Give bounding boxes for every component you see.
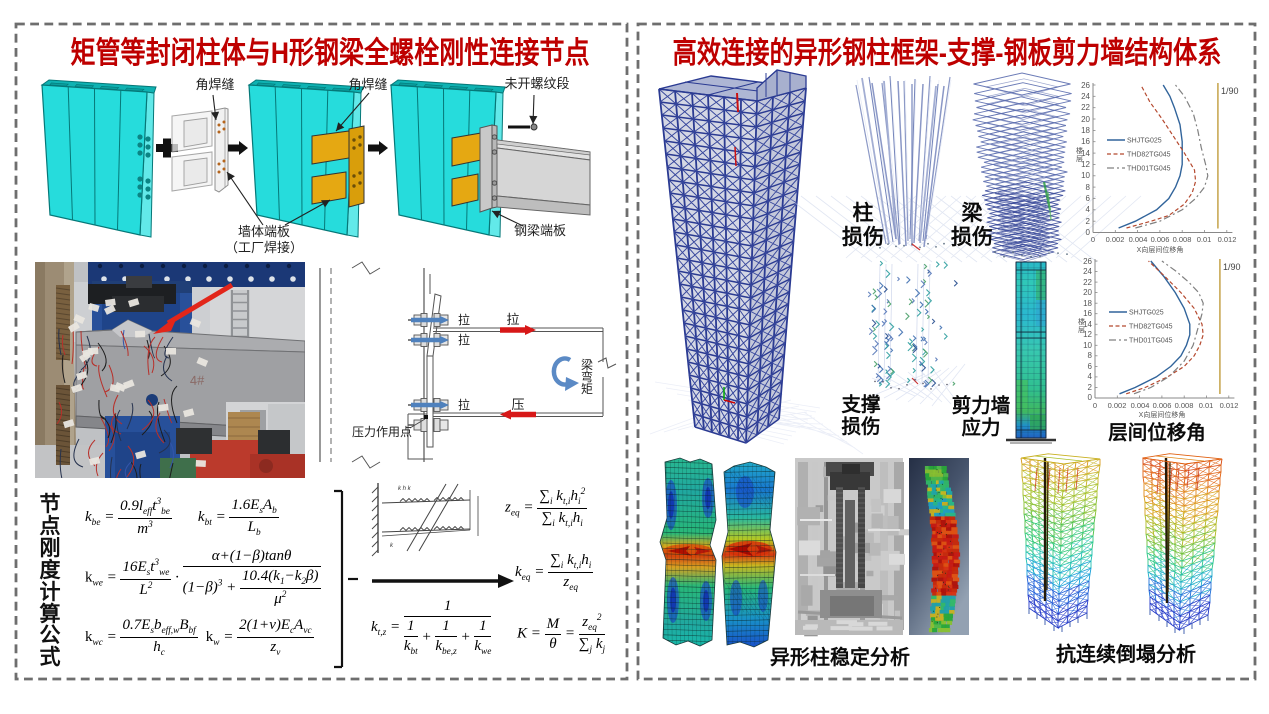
svg-text:16: 16 bbox=[1081, 137, 1090, 146]
svg-text:0.008: 0.008 bbox=[1175, 401, 1194, 410]
svg-text:4: 4 bbox=[1088, 372, 1093, 381]
svg-text:6: 6 bbox=[1086, 194, 1091, 203]
svg-text:1/90: 1/90 bbox=[1223, 262, 1241, 272]
svg-text:0.002: 0.002 bbox=[1106, 235, 1125, 244]
svg-text:18: 18 bbox=[1081, 126, 1090, 135]
svg-text:THD82TG045: THD82TG045 bbox=[1127, 152, 1171, 159]
svg-text:10: 10 bbox=[1083, 341, 1092, 350]
svg-text:楼: 楼 bbox=[1076, 146, 1083, 155]
svg-text:0: 0 bbox=[1093, 401, 1097, 410]
svg-text:4: 4 bbox=[1086, 205, 1091, 214]
svg-text:k: k bbox=[390, 543, 394, 549]
svg-text:14: 14 bbox=[1083, 320, 1092, 329]
svg-text:THD01TG045: THD01TG045 bbox=[1129, 338, 1173, 345]
svg-text:12: 12 bbox=[1081, 160, 1090, 169]
svg-text:24: 24 bbox=[1083, 267, 1092, 276]
svg-text:14: 14 bbox=[1081, 149, 1090, 158]
svg-text:THD01TG045: THD01TG045 bbox=[1127, 166, 1171, 173]
svg-text:层: 层 bbox=[1076, 155, 1083, 163]
svg-text:SHJTG025: SHJTG025 bbox=[1129, 310, 1164, 317]
svg-text:X向层间位移角: X向层间位移角 bbox=[1137, 245, 1184, 254]
svg-text:k h k: k h k bbox=[398, 486, 412, 492]
svg-text:20: 20 bbox=[1083, 288, 1092, 297]
svg-text:2: 2 bbox=[1086, 217, 1091, 226]
svg-text:0.01: 0.01 bbox=[1197, 235, 1212, 244]
svg-text:SHJTG025: SHJTG025 bbox=[1127, 138, 1162, 145]
svg-text:12: 12 bbox=[1083, 330, 1092, 339]
svg-text:0.004: 0.004 bbox=[1131, 401, 1150, 410]
svg-text:20: 20 bbox=[1081, 115, 1090, 124]
svg-text:0.006: 0.006 bbox=[1151, 235, 1170, 244]
svg-text:层: 层 bbox=[1078, 326, 1085, 334]
svg-text:0.006: 0.006 bbox=[1153, 401, 1172, 410]
svg-text:0.01: 0.01 bbox=[1199, 401, 1214, 410]
svg-text:8: 8 bbox=[1086, 183, 1091, 192]
svg-text:X向层间位移角: X向层间位移角 bbox=[1139, 410, 1186, 419]
svg-text:16: 16 bbox=[1083, 309, 1092, 318]
svg-text:0.008: 0.008 bbox=[1173, 235, 1192, 244]
svg-text:22: 22 bbox=[1081, 103, 1090, 112]
svg-text:0: 0 bbox=[1086, 228, 1091, 237]
svg-text:8: 8 bbox=[1088, 351, 1093, 360]
svg-text:22: 22 bbox=[1083, 278, 1092, 287]
svg-text:0.012: 0.012 bbox=[1220, 401, 1239, 410]
svg-text:0.012: 0.012 bbox=[1218, 235, 1237, 244]
svg-text:0.004: 0.004 bbox=[1129, 235, 1148, 244]
svg-text:10: 10 bbox=[1081, 171, 1090, 180]
svg-text:1/90: 1/90 bbox=[1221, 86, 1239, 96]
svg-text:楼: 楼 bbox=[1078, 317, 1085, 326]
svg-text:26: 26 bbox=[1083, 257, 1092, 266]
svg-text:0: 0 bbox=[1091, 235, 1095, 244]
svg-text:6: 6 bbox=[1088, 362, 1093, 371]
svg-text:4#: 4# bbox=[190, 372, 206, 388]
svg-text:0.002: 0.002 bbox=[1108, 401, 1127, 410]
svg-text:24: 24 bbox=[1081, 92, 1090, 101]
svg-text:2: 2 bbox=[1088, 383, 1093, 392]
svg-text:THD82TG045: THD82TG045 bbox=[1129, 324, 1173, 331]
svg-text:18: 18 bbox=[1083, 299, 1092, 308]
svg-text:26: 26 bbox=[1081, 81, 1090, 90]
svg-text:0: 0 bbox=[1088, 393, 1093, 402]
